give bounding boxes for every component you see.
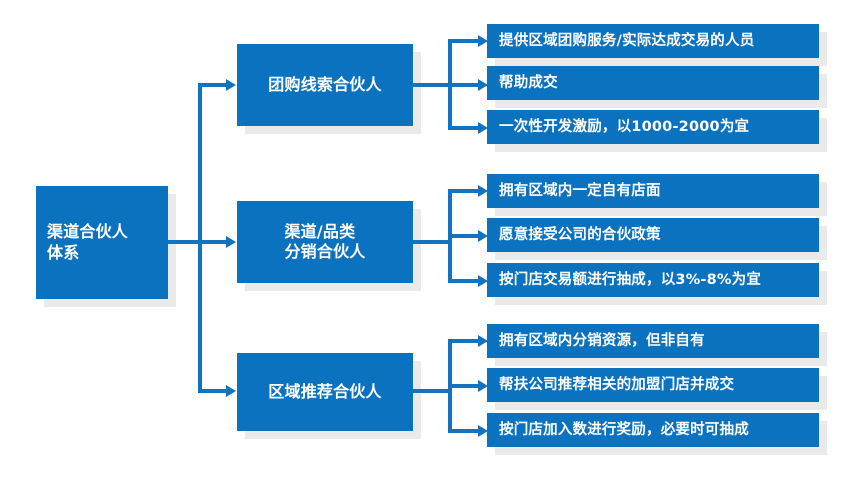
branch-2-item-3-line [448, 279, 480, 283]
branch-3-item-1-arrowhead [478, 335, 488, 347]
branch-2-item-3-arrowhead [478, 275, 488, 287]
branch-1-stem-line [413, 83, 452, 87]
root-branch-2-line [198, 240, 228, 244]
leaf-node-3-3-label: 按门店加入数进行奖励，必要时可抽成 [499, 421, 749, 438]
branch-3-item-2-arrowhead [478, 380, 488, 392]
leaf-node-1-2[interactable]: 帮助成交 [487, 66, 819, 100]
branch-node-2[interactable]: 渠道/品类 分销合伙人 [237, 201, 413, 283]
branch-2-item-2-line [448, 234, 480, 238]
leaf-node-3-2[interactable]: 帮扶公司推荐相关的加盟门店并成交 [487, 368, 819, 402]
root-branch-1-line [198, 83, 228, 87]
leaf-node-3-2-label: 帮扶公司推荐相关的加盟门店并成交 [499, 376, 735, 393]
leaf-node-2-1[interactable]: 拥有区域内一定自有店面 [487, 174, 819, 208]
branch-3-item-1-line [448, 339, 480, 343]
branch-2-item-1-arrowhead [478, 185, 488, 197]
branch-3-item-3-arrowhead [478, 425, 488, 437]
branch-2-item-1-line [448, 189, 480, 193]
branch-node-3[interactable]: 区域推荐合伙人 [237, 353, 413, 431]
leaf-node-1-2-label: 帮助成交 [499, 74, 558, 91]
branch-node-1[interactable]: 团购线索合伙人 [237, 44, 413, 126]
root-stem-line [168, 240, 202, 244]
root-branch-3-line [198, 389, 228, 393]
leaf-node-1-3-label: 一次性开发激励，以1000-2000为宜 [499, 118, 750, 135]
leaf-node-2-2-label: 愿意接受公司的合伙政策 [499, 226, 661, 243]
branch-1-label-line1: 团购线索合伙人 [268, 74, 382, 94]
root-branch-1-arrowhead [226, 79, 236, 91]
root-node-channel-partner-system[interactable]: 渠道合伙人 体系 [36, 186, 168, 299]
branch-1-item-2-line [448, 83, 480, 87]
branch-2-stem-line [413, 240, 452, 244]
branch-3-label-line1: 区域推荐合伙人 [268, 381, 382, 401]
leaf-node-3-3[interactable]: 按门店加入数进行奖励，必要时可抽成 [487, 413, 819, 447]
leaf-node-1-3[interactable]: 一次性开发激励，以1000-2000为宜 [487, 110, 819, 144]
branch-3-item-2-line [448, 384, 480, 388]
leaf-node-2-1-label: 拥有区域内一定自有店面 [499, 182, 661, 199]
leaf-node-3-1-label: 拥有区域内分销资源，但非自有 [499, 332, 705, 349]
branch-1-item-3-line [448, 126, 480, 130]
branch-1-item-1-line [448, 39, 480, 43]
branch-3-stem-line [413, 389, 452, 393]
leaf-node-2-3-label: 按门店交易额进行抽成，以3%-8%为宜 [499, 271, 762, 288]
branch-3-item-3-line [448, 429, 480, 433]
root-branch-2-arrowhead [226, 236, 236, 248]
root-label-line2: 体系 [47, 242, 80, 262]
branch-2-label-line2: 分销合伙人 [284, 242, 366, 261]
branch-1-item-2-arrowhead [478, 79, 488, 91]
branch-2-item-2-arrowhead [478, 230, 488, 242]
branch-1-item-1-arrowhead [478, 35, 488, 47]
leaf-node-2-3[interactable]: 按门店交易额进行抽成，以3%-8%为宜 [487, 263, 819, 297]
leaf-node-1-1-label: 提供区域团购服务/实际达成交易的人员 [499, 32, 755, 49]
root-branch-3-arrowhead [226, 385, 236, 397]
branch-2-label-line1: 渠道/品类 [284, 221, 356, 241]
leaf-node-2-2[interactable]: 愿意接受公司的合伙政策 [487, 218, 819, 252]
branch-1-item-3-arrowhead [478, 122, 488, 134]
root-label-line1: 渠道合伙人 [47, 222, 129, 242]
leaf-node-3-1[interactable]: 拥有区域内分销资源，但非自有 [487, 324, 819, 358]
root-trunk-line [198, 85, 202, 393]
leaf-node-1-1[interactable]: 提供区域团购服务/实际达成交易的人员 [487, 24, 819, 58]
